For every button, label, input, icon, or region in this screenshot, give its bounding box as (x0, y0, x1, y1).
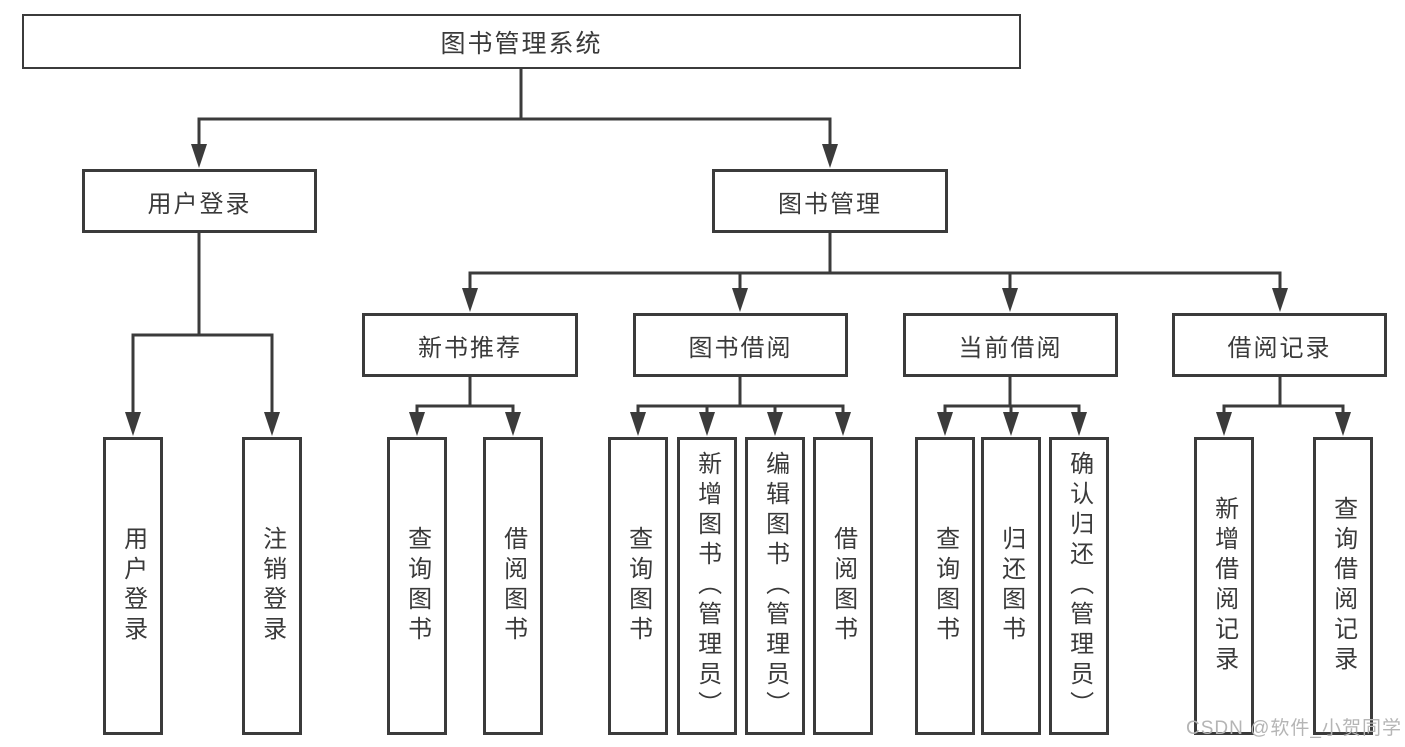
arrowhead (822, 144, 838, 168)
leaf-label: 查询图书 (624, 526, 652, 646)
arrowhead (1071, 412, 1087, 436)
leaf-query-books-current: 查询图书 (915, 437, 975, 735)
leaf-label: 注销登录 (258, 526, 286, 646)
arrowhead (1335, 412, 1351, 436)
leaf-label: 借阅图书 (499, 526, 527, 646)
arrowhead (937, 412, 953, 436)
leaf-query-books-recommend: 查询图书 (387, 437, 447, 735)
connector-book-management-to-row3 (462, 233, 1288, 312)
leaf-label: 查询图书 (403, 526, 431, 646)
arrowhead (505, 412, 521, 436)
arrowhead (1216, 412, 1232, 436)
arrowhead (264, 412, 280, 436)
leaf-add-book-admin: 新增图书（管理员） (677, 437, 737, 735)
node-root: 图书管理系统 (22, 14, 1021, 69)
leaf-borrow-books: 借阅图书 (813, 437, 873, 735)
arrowhead (125, 412, 141, 436)
connector-root-to-level2 (191, 69, 838, 168)
leaf-label: 查询借阅记录 (1329, 496, 1357, 676)
arrowhead (462, 288, 478, 312)
connector-borrow-records-to-leaves (1216, 377, 1351, 436)
arrowhead (835, 412, 851, 436)
node-new-book-recommend: 新书推荐 (362, 313, 578, 377)
leaf-user-login: 用户登录 (103, 437, 163, 735)
arrowhead (1003, 412, 1019, 436)
node-book-management: 图书管理 (712, 169, 948, 233)
leaf-return-book: 归还图书 (981, 437, 1041, 735)
arrowhead (699, 412, 715, 436)
leaf-borrow-books-recommend: 借阅图书 (483, 437, 543, 735)
leaf-label: 归还图书 (997, 526, 1025, 646)
leaf-query-books-borrow: 查询图书 (608, 437, 668, 735)
node-current-borrow: 当前借阅 (903, 313, 1118, 377)
arrowhead (409, 412, 425, 436)
arrowhead (1272, 288, 1288, 312)
leaf-add-borrow-record: 新增借阅记录 (1194, 437, 1254, 735)
node-book-borrow: 图书借阅 (633, 313, 848, 377)
arrowhead (630, 412, 646, 436)
leaf-edit-book-admin: 编辑图书（管理员） (745, 437, 805, 735)
leaf-label: 查询图书 (931, 526, 959, 646)
connector-user-login-to-leaves (125, 232, 280, 436)
arrowhead (732, 288, 748, 312)
leaf-label: 新增借阅记录 (1210, 496, 1238, 676)
leaf-label: 新增图书（管理员） (693, 451, 721, 721)
leaf-label: 借阅图书 (829, 526, 857, 646)
arrowhead (1002, 288, 1018, 312)
connector-current-borrow-to-leaves (937, 377, 1087, 436)
leaf-label: 编辑图书（管理员） (761, 451, 789, 721)
node-borrow-records: 借阅记录 (1172, 313, 1387, 377)
arrowhead (191, 144, 207, 168)
connector-new-book-recommend-to-leaves (409, 377, 521, 436)
node-user-login: 用户登录 (82, 169, 317, 233)
leaf-confirm-return-admin: 确认归还（管理员） (1049, 437, 1109, 735)
arrowhead (767, 412, 783, 436)
leaf-label: 确认归还（管理员） (1065, 451, 1093, 721)
connector-book-borrow-to-leaves (630, 377, 851, 436)
watermark: CSDN @软件_小贺同学 (1186, 718, 1402, 739)
leaf-label: 用户登录 (119, 526, 147, 646)
leaf-logout: 注销登录 (242, 437, 302, 735)
leaf-query-borrow-record: 查询借阅记录 (1313, 437, 1373, 735)
